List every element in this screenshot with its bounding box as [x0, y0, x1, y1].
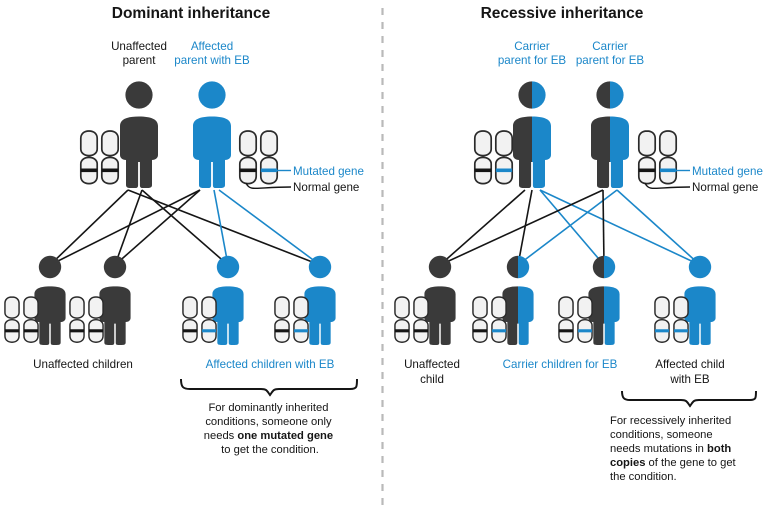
normal-gene-band	[638, 168, 656, 173]
recessive-legend	[644, 169, 691, 190]
normal-gene-band	[80, 168, 98, 173]
recessive-caption-l3-p1: needs mutations in	[610, 443, 707, 455]
recessive-parent-carrier-1	[513, 81, 551, 188]
mutated-gene-band	[654, 329, 670, 333]
mutated-gene-band	[673, 329, 689, 333]
recessive-child-1	[424, 255, 456, 345]
dominant-child-3-chromosomes	[182, 296, 217, 343]
dominant-child-1-chromosomes	[4, 296, 39, 343]
dominant-unaffected-children-label: Unaffected children	[33, 358, 133, 371]
dominant-parent-unaffected-chromosomes	[79, 130, 120, 185]
dominant-parent2-label-line1: Affected	[191, 40, 233, 53]
recessive-legend-mutated-label: Mutated gene	[692, 165, 763, 178]
recessive-inheritance-lines	[439, 189, 701, 266]
normal-gene-leader	[644, 182, 691, 190]
normal-gene-band	[558, 329, 574, 333]
dominant-brace	[180, 378, 358, 397]
mutated-gene-band	[491, 329, 507, 333]
recessive-affected-child-label-line1: Affected child	[655, 358, 724, 371]
recessive-caption-l3-p2: both	[707, 443, 731, 455]
recessive-child-4-chromosomes	[654, 296, 689, 343]
recessive-caption-l1-p1: For recessively inherited	[610, 415, 731, 427]
mutated-gene-band	[260, 168, 278, 173]
recessive-caption-l4-p1: copies	[610, 457, 645, 469]
dominant-legend	[245, 169, 292, 190]
recessive-parent-carrier-1-chromosomes	[473, 130, 514, 185]
recessive-parent-carrier-2-chromosomes	[637, 130, 678, 185]
dominant-title: Dominant inheritance	[112, 5, 271, 22]
recessive-child-3	[588, 255, 620, 345]
normal-gene-band	[4, 329, 20, 333]
dominant-legend-normal-label: Normal gene	[293, 181, 359, 194]
dominant-legend-mutated-label: Mutated gene	[293, 165, 364, 178]
recessive-parent1-label-line1: Carrier	[514, 40, 550, 53]
recessive-parent2-label-line2: parent for EB	[576, 54, 645, 67]
normal-gene-band	[239, 168, 257, 173]
dominant-caption-l1-p1: For dominantly inherited	[208, 402, 328, 414]
dominant-affected-children-label: Affected children with EB	[206, 358, 335, 371]
dominant-child-3	[212, 255, 244, 345]
mutated-gene-band	[577, 329, 593, 333]
normal-gene-band	[69, 329, 85, 333]
recessive-parent2-label-line1: Carrier	[592, 40, 628, 53]
recessive-carrier-children-label: Carrier children for EB	[503, 358, 618, 371]
mutated-gene-band	[659, 168, 677, 173]
recessive-unaffected-child-label-line1: Unaffected	[404, 358, 460, 371]
dominant-child-4-chromosomes	[274, 296, 309, 343]
normal-gene-band	[472, 329, 488, 333]
dominant-parent-unaffected	[120, 81, 158, 188]
dominant-caption-l3-p1: needs	[204, 430, 238, 442]
recessive-title: Recessive inheritance	[481, 5, 644, 22]
dominant-caption-l2-p1: conditions, someone only	[205, 416, 332, 428]
recessive-brace	[621, 390, 757, 408]
recessive-child-2-chromosomes	[472, 296, 507, 343]
recessive-child-1-chromosomes	[394, 296, 429, 343]
dominant-child-1	[34, 255, 66, 345]
normal-gene-leader	[245, 182, 292, 190]
dominant-parent-affected	[193, 81, 231, 188]
recessive-unaffected-child-label-line2: child	[420, 373, 444, 386]
dominant-child-2	[99, 255, 131, 345]
normal-gene-band	[88, 329, 104, 333]
dominant-inheritance-lines	[49, 189, 321, 266]
normal-gene-band	[274, 329, 290, 333]
mutated-gene-band	[293, 329, 309, 333]
dominant-child-2-chromosomes	[69, 296, 104, 343]
dominant-caption-l4-p1: to get the condition.	[221, 444, 319, 456]
normal-gene-band	[182, 329, 198, 333]
dominant-parent1-label-line2: parent	[123, 54, 157, 67]
dominant-caption: For dominantly inherited conditions, som…	[204, 402, 336, 456]
recessive-caption-l2-p1: conditions, someone	[610, 429, 713, 441]
mutated-gene-band	[495, 168, 513, 173]
dominant-caption-l3-p2: one mutated gene	[237, 430, 333, 442]
recessive-affected-child-label-line2: with EB	[669, 373, 710, 386]
normal-gene-band	[474, 168, 492, 173]
normal-gene-band	[101, 168, 119, 173]
mutated-gene-band	[201, 329, 217, 333]
recessive-caption-l5-p1: the condition.	[610, 471, 677, 483]
dominant-parent1-label-line1: Unaffected	[111, 40, 167, 53]
dominant-parent-affected-chromosomes	[238, 130, 279, 185]
recessive-parent-carrier-2	[591, 81, 629, 188]
recessive-parent1-label-line2: parent for EB	[498, 54, 567, 67]
dominant-parent2-label-line2: parent with EB	[174, 54, 250, 67]
normal-gene-band	[23, 329, 39, 333]
recessive-caption: For recessively inherited conditions, so…	[610, 415, 739, 483]
normal-gene-band	[394, 329, 410, 333]
recessive-child-4	[684, 255, 716, 345]
recessive-legend-normal-label: Normal gene	[692, 181, 758, 194]
recessive-caption-l4-p2: of the gene to get	[645, 457, 736, 469]
recessive-child-2	[502, 255, 534, 345]
dominant-child-4	[304, 255, 336, 345]
normal-gene-band	[413, 329, 429, 333]
recessive-child-3-chromosomes	[558, 296, 593, 343]
